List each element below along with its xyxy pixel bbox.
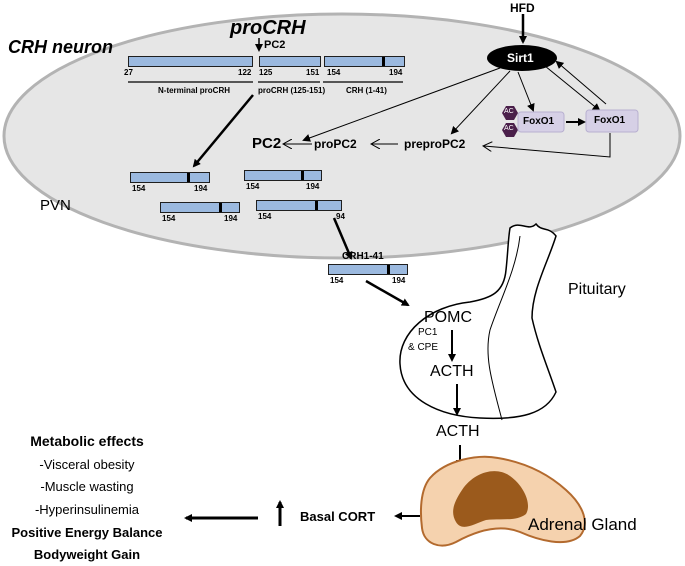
ac-label-top: AC bbox=[504, 108, 514, 115]
fragment-2-start: 154 bbox=[246, 182, 260, 191]
ac-hexagon-bottom bbox=[502, 123, 518, 137]
fragment-bar-2 bbox=[244, 170, 322, 181]
foxo1-acetylated-label: FoxO1 bbox=[523, 116, 555, 127]
fragment-marker bbox=[315, 201, 318, 210]
acth-outer-label: ACTH bbox=[436, 423, 480, 440]
sirt1-node bbox=[487, 45, 557, 71]
foxo1-ac-box bbox=[517, 111, 565, 133]
fragment-marker bbox=[219, 203, 222, 212]
crh141-end: 194 bbox=[392, 276, 406, 285]
positive-energy-balance: Positive Energy Balance bbox=[11, 525, 163, 540]
foxo1-box bbox=[585, 109, 639, 133]
procrh-to-fragments-arrow bbox=[192, 94, 254, 168]
effect-visceral-obesity: -Visceral obesity bbox=[39, 457, 135, 472]
ac-hexagon-top bbox=[502, 106, 518, 120]
fragment-3-start: 154 bbox=[162, 214, 176, 223]
adrenal-gland-inner bbox=[453, 471, 529, 527]
pc1-label: PC1 bbox=[418, 327, 438, 338]
procrh-n-terminal-bar bbox=[128, 56, 253, 67]
basal-cort-label: Basal CORT bbox=[300, 509, 376, 524]
pc2-cleavage-label: PC2 bbox=[264, 39, 286, 51]
sirt1-to-foxo1-ac-arrow bbox=[517, 71, 535, 112]
fragment-2-end: 194 bbox=[306, 182, 320, 191]
procrh-title: proCRH bbox=[230, 17, 306, 39]
metabolic-effects-title: Metabolic effects bbox=[30, 433, 144, 449]
num-151: 151 bbox=[306, 68, 320, 77]
num-125: 125 bbox=[259, 68, 273, 77]
fragment-bar-4 bbox=[256, 200, 342, 211]
prepropc2-label: preproPC2 bbox=[404, 137, 466, 151]
num-194: 194 bbox=[389, 68, 403, 77]
fragment-1-end: 194 bbox=[194, 184, 208, 193]
crh141-label: CRH1-41 bbox=[342, 251, 384, 262]
crh141-bar bbox=[328, 264, 408, 275]
fragment-bar-3 bbox=[160, 202, 240, 213]
hfd-label: HFD bbox=[510, 1, 535, 15]
segment-n-terminal: N-terminal proCRH bbox=[158, 86, 231, 95]
pituitary-label: Pituitary bbox=[568, 281, 626, 298]
num-154: 154 bbox=[327, 68, 341, 77]
ac-label-bottom: AC bbox=[504, 125, 514, 132]
sirt1-to-foxo1-arrow bbox=[544, 65, 601, 112]
crh-neuron-title: CRH neuron bbox=[8, 37, 113, 57]
num-122: 122 bbox=[238, 68, 252, 77]
crh-neuron-cell bbox=[2, 12, 682, 260]
fragment-4-end: 94 bbox=[336, 212, 345, 221]
fragment-bar-1 bbox=[130, 172, 210, 183]
bodyweight-gain: Bodyweight Gain bbox=[33, 547, 141, 562]
segment-mid: proCRH (125-151) bbox=[258, 86, 326, 95]
foxo1-to-prepropc2-feedback bbox=[484, 133, 611, 158]
foxo1-to-sirt1-arrow bbox=[555, 60, 607, 105]
acth-inner-label: ACTH bbox=[430, 363, 474, 380]
pvn-label: PVN bbox=[40, 197, 71, 214]
fragment-1-start: 154 bbox=[132, 184, 146, 193]
fragment-3-end: 194 bbox=[224, 214, 238, 223]
segment-crh: CRH (1-41) bbox=[346, 86, 387, 95]
sirt1-to-pc2-arrow bbox=[302, 67, 501, 142]
pituitary-inner-boundary bbox=[487, 235, 521, 421]
fragment-marker bbox=[187, 173, 190, 182]
procrh-crh-bar bbox=[324, 56, 405, 67]
procrh-mid-bar bbox=[259, 56, 321, 67]
sirt1-label: Sirt1 bbox=[507, 51, 534, 65]
foxo1-label: FoxO1 bbox=[594, 115, 626, 126]
pomc-label: POMC bbox=[424, 309, 472, 326]
adrenal-gland-label: Adrenal Gland bbox=[528, 515, 637, 534]
cpe-label: & CPE bbox=[408, 342, 439, 353]
propc2-label: proPC2 bbox=[314, 137, 357, 151]
fragment-marker bbox=[301, 171, 304, 180]
effect-hyperinsulinemia: -Hyperinsulinemia bbox=[34, 502, 140, 517]
effect-muscle-wasting: -Muscle wasting bbox=[40, 479, 134, 494]
sirt1-to-prepropc2-arrow bbox=[450, 70, 511, 135]
num-27: 27 bbox=[124, 68, 133, 77]
fragment-to-crh141-arrow bbox=[332, 217, 353, 260]
pc2-label: PC2 bbox=[252, 135, 282, 152]
crh141-to-pomc-arrow bbox=[365, 279, 410, 307]
crh-marker bbox=[382, 57, 385, 66]
crh141-marker bbox=[387, 265, 390, 274]
crh141-start: 154 bbox=[330, 276, 344, 285]
pituitary-gland bbox=[399, 222, 557, 420]
fragment-4-start: 154 bbox=[258, 212, 272, 221]
